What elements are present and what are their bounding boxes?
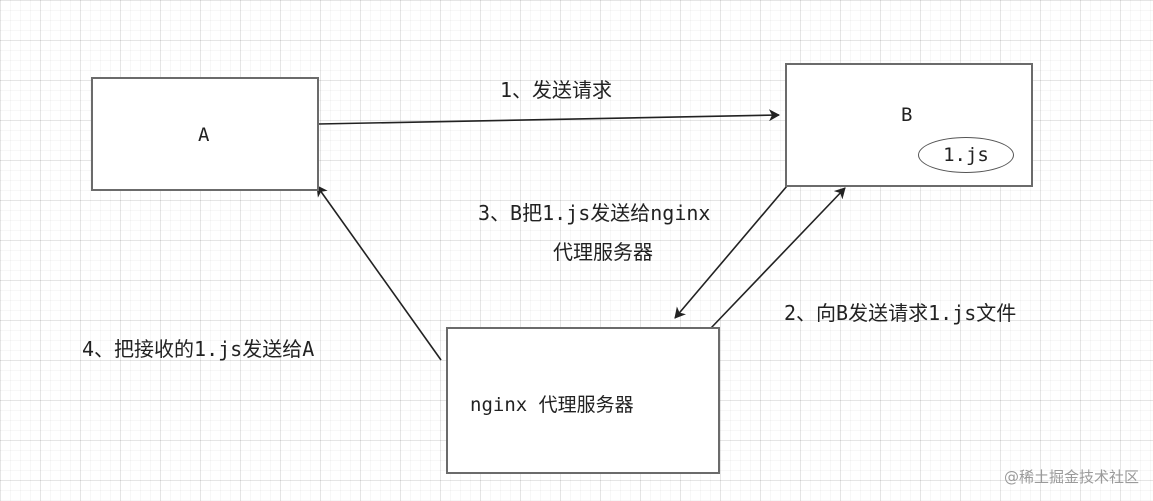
label-step3-line2: 代理服务器 [553,240,653,264]
label-step2: 2、向B发送请求1.js文件 [784,301,1017,325]
arrow-step3 [674,185,788,319]
node-nginx: nginx 代理服务器 [446,327,720,474]
node-b: B 1.js [785,63,1033,187]
file-label: 1.js [943,144,989,166]
node-a-label: A [198,124,210,146]
node-b-label: B [901,104,913,126]
arrow-step4 [316,185,442,361]
label-step1: 1、发送请求 [500,78,613,102]
label-step3-line1: 3、B把1.js发送给nginx [478,201,711,225]
label-step4: 4、把接收的1.js发送给A [82,337,315,361]
arrow-step1 [317,109,780,125]
watermark: @稀土掘金技术社区 [1003,468,1139,486]
arrow-step2 [710,187,846,329]
node-nginx-label: nginx 代理服务器 [470,394,634,416]
file-ellipse: 1.js [918,137,1014,173]
node-a: A [91,77,319,191]
